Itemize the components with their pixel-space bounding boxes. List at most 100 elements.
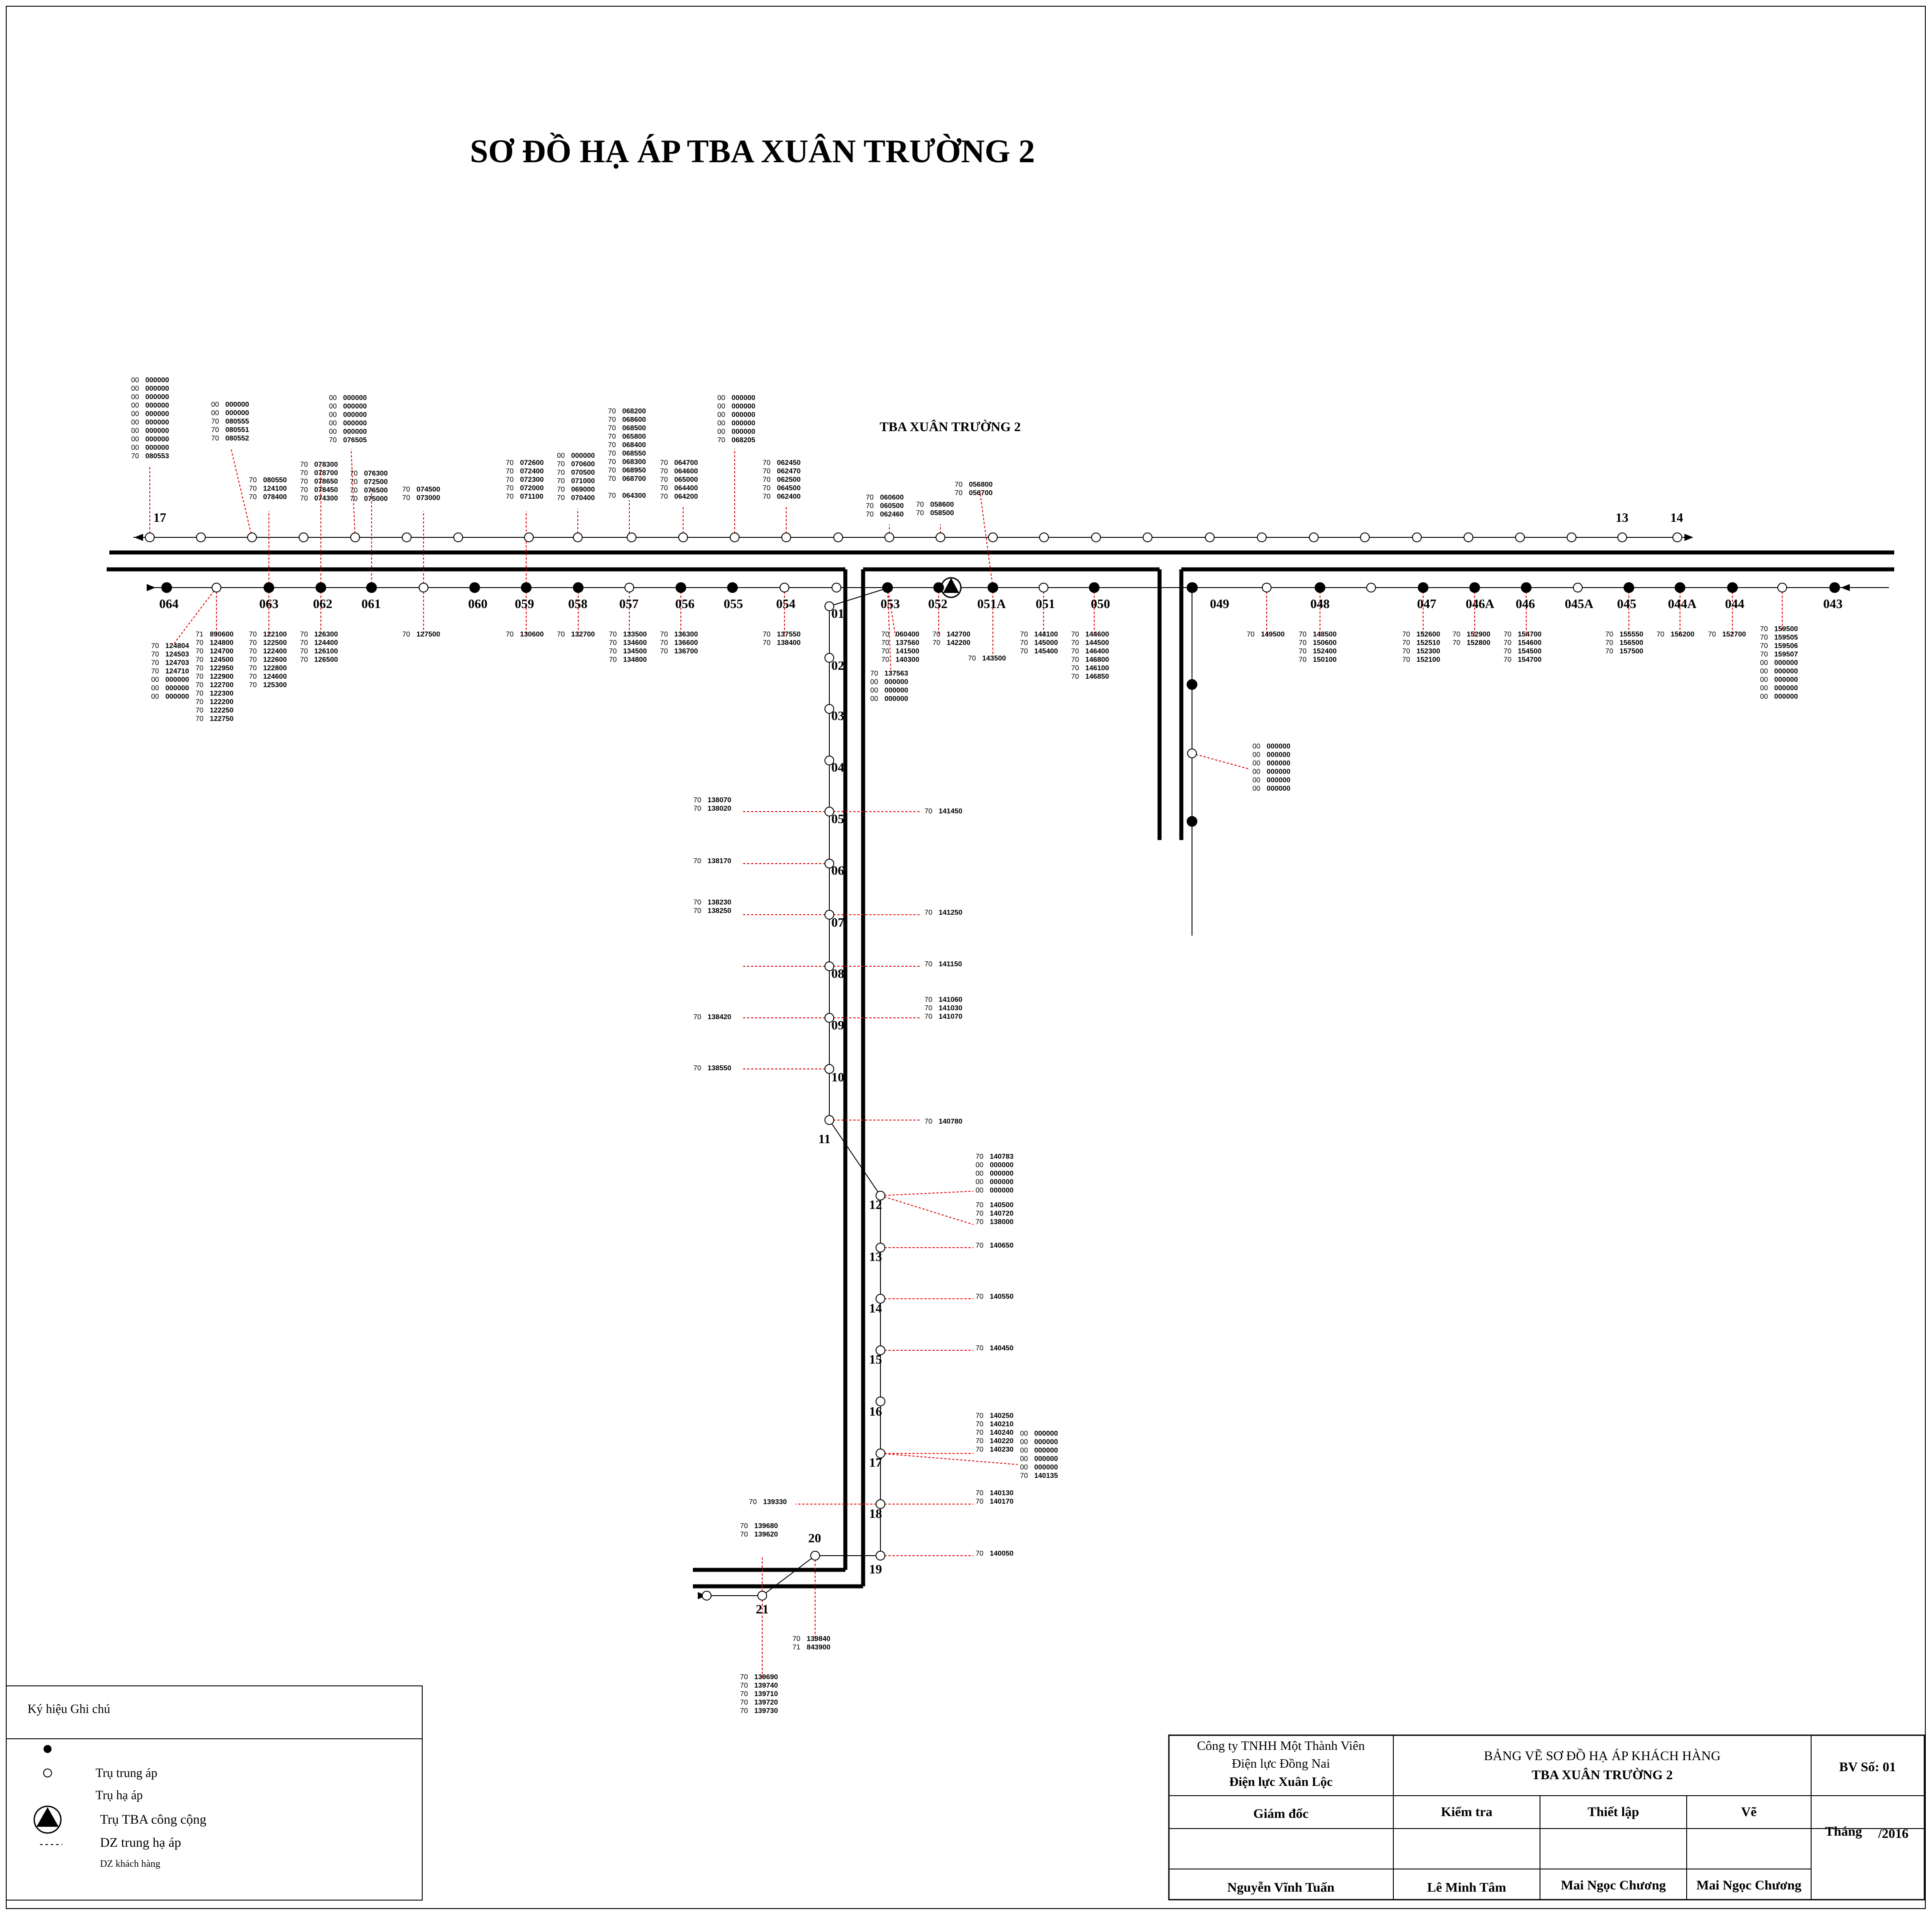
meter-code: 152800 [1467,639,1490,647]
low-voltage-pole [780,583,789,592]
legend-heading: Ký hiệu Ghi chú [28,1702,110,1716]
meter-code: 064600 [674,468,698,475]
meter-prefix: 70 [1020,639,1028,647]
meter-code: 124703 [165,659,189,667]
meter-prefix: 70 [763,631,771,638]
meter-code: 000000 [990,1187,1013,1194]
low-voltage-pole [247,532,257,542]
trunk-lines [107,550,1894,1589]
meter-code: 078300 [314,461,338,468]
low-voltage-pole [936,532,945,542]
legend-item-1: Trụ trung áp [96,1766,157,1780]
meter-prefix: 00 [870,687,878,694]
meter-prefix: 70 [300,486,308,494]
meter-prefix: 70 [740,1682,748,1689]
meter-prefix: 70 [924,1005,932,1012]
low-voltage-pole [678,532,688,542]
meter-code: 000000 [884,687,908,694]
meter-prefix: 00 [131,376,139,384]
low-voltage-pole [824,653,834,663]
meter-prefix: 00 [1252,768,1260,776]
legend-open-pole-icon [43,1769,52,1777]
transformer-station-icon [940,577,962,598]
pole-label: 064 [159,597,179,611]
meter-prefix: 70 [557,631,565,638]
meter-prefix: 70 [1071,631,1079,638]
meter-code: 000000 [145,436,169,443]
meter-prefix: 70 [329,436,337,444]
meter-prefix: 70 [249,639,257,647]
medium-voltage-pole [1829,582,1840,593]
meter-code: 144100 [1034,631,1058,638]
arrow-right-upper [1684,534,1693,541]
meter-code: 146400 [1085,648,1109,655]
pole-label: 21 [756,1602,769,1617]
meter-prefix: 70 [740,1522,748,1530]
meter-prefix: 70 [557,477,565,485]
meter-code: 154500 [1518,648,1541,655]
meter-prefix: 70 [196,673,204,680]
meter-code: 080555 [225,418,249,425]
low-voltage-pole [730,532,740,542]
meter-prefix: 70 [976,1210,984,1217]
low-voltage-pole [884,532,894,542]
meter-code: 000000 [1034,1464,1058,1471]
meter-code: 122950 [210,664,233,672]
meter-code: 073000 [416,494,440,502]
meter-prefix: 70 [300,469,308,477]
meter-code: 139690 [754,1673,778,1681]
meter-prefix: 00 [329,420,337,427]
low-voltage-pole [876,1499,885,1509]
meter-prefix: 00 [976,1170,984,1177]
meter-code: 124600 [263,673,287,680]
meter-code: 000000 [145,402,169,409]
pole-label: 046A [1466,597,1495,611]
meter-prefix: 70 [249,476,257,484]
meter-code: 134500 [623,648,647,655]
legend: Ký hiệu Ghi chú Trụ trung áp Trụ hạ áp T… [6,1685,423,1901]
low-voltage-pole [212,583,221,592]
meter-code: 065000 [674,476,698,484]
low-voltage-pole [1262,583,1272,592]
meter-prefix: 70 [196,707,204,714]
meter-prefix: 70 [1452,631,1460,638]
meter-prefix: 70 [249,656,257,664]
meter-code: 137560 [896,639,919,647]
pole-label: 19 [869,1562,882,1577]
meter-code: 130600 [520,631,544,638]
meter-code: 154600 [1518,639,1541,647]
meter-prefix: 70 [955,481,963,488]
meter-prefix: 70 [506,476,514,484]
name-drafter: Mai Ngọc Chương [1696,1878,1801,1893]
low-voltage-pole [1039,583,1048,592]
meter-code: 000000 [1034,1438,1058,1446]
meter-prefix: 70 [608,467,616,474]
meter-code: 000000 [732,420,755,427]
meter-prefix: 70 [924,1118,932,1125]
medium-voltage-pole [1469,582,1480,593]
meter-prefix: 70 [1299,656,1307,664]
meter-code: 064200 [674,493,698,500]
meter-code: 141500 [896,648,919,655]
meter-prefix: 00 [1020,1447,1028,1454]
meter-prefix: 70 [506,459,514,467]
meter-prefix: 70 [1071,656,1079,664]
meter-code: 000000 [1267,751,1290,759]
meter-code: 122300 [210,690,233,697]
meter-code: 138230 [708,899,731,906]
meter-code: 064400 [674,484,698,492]
low-voltage-pole [145,532,155,542]
meter-code: 141070 [939,1013,962,1021]
meter-code: 142700 [947,631,970,638]
